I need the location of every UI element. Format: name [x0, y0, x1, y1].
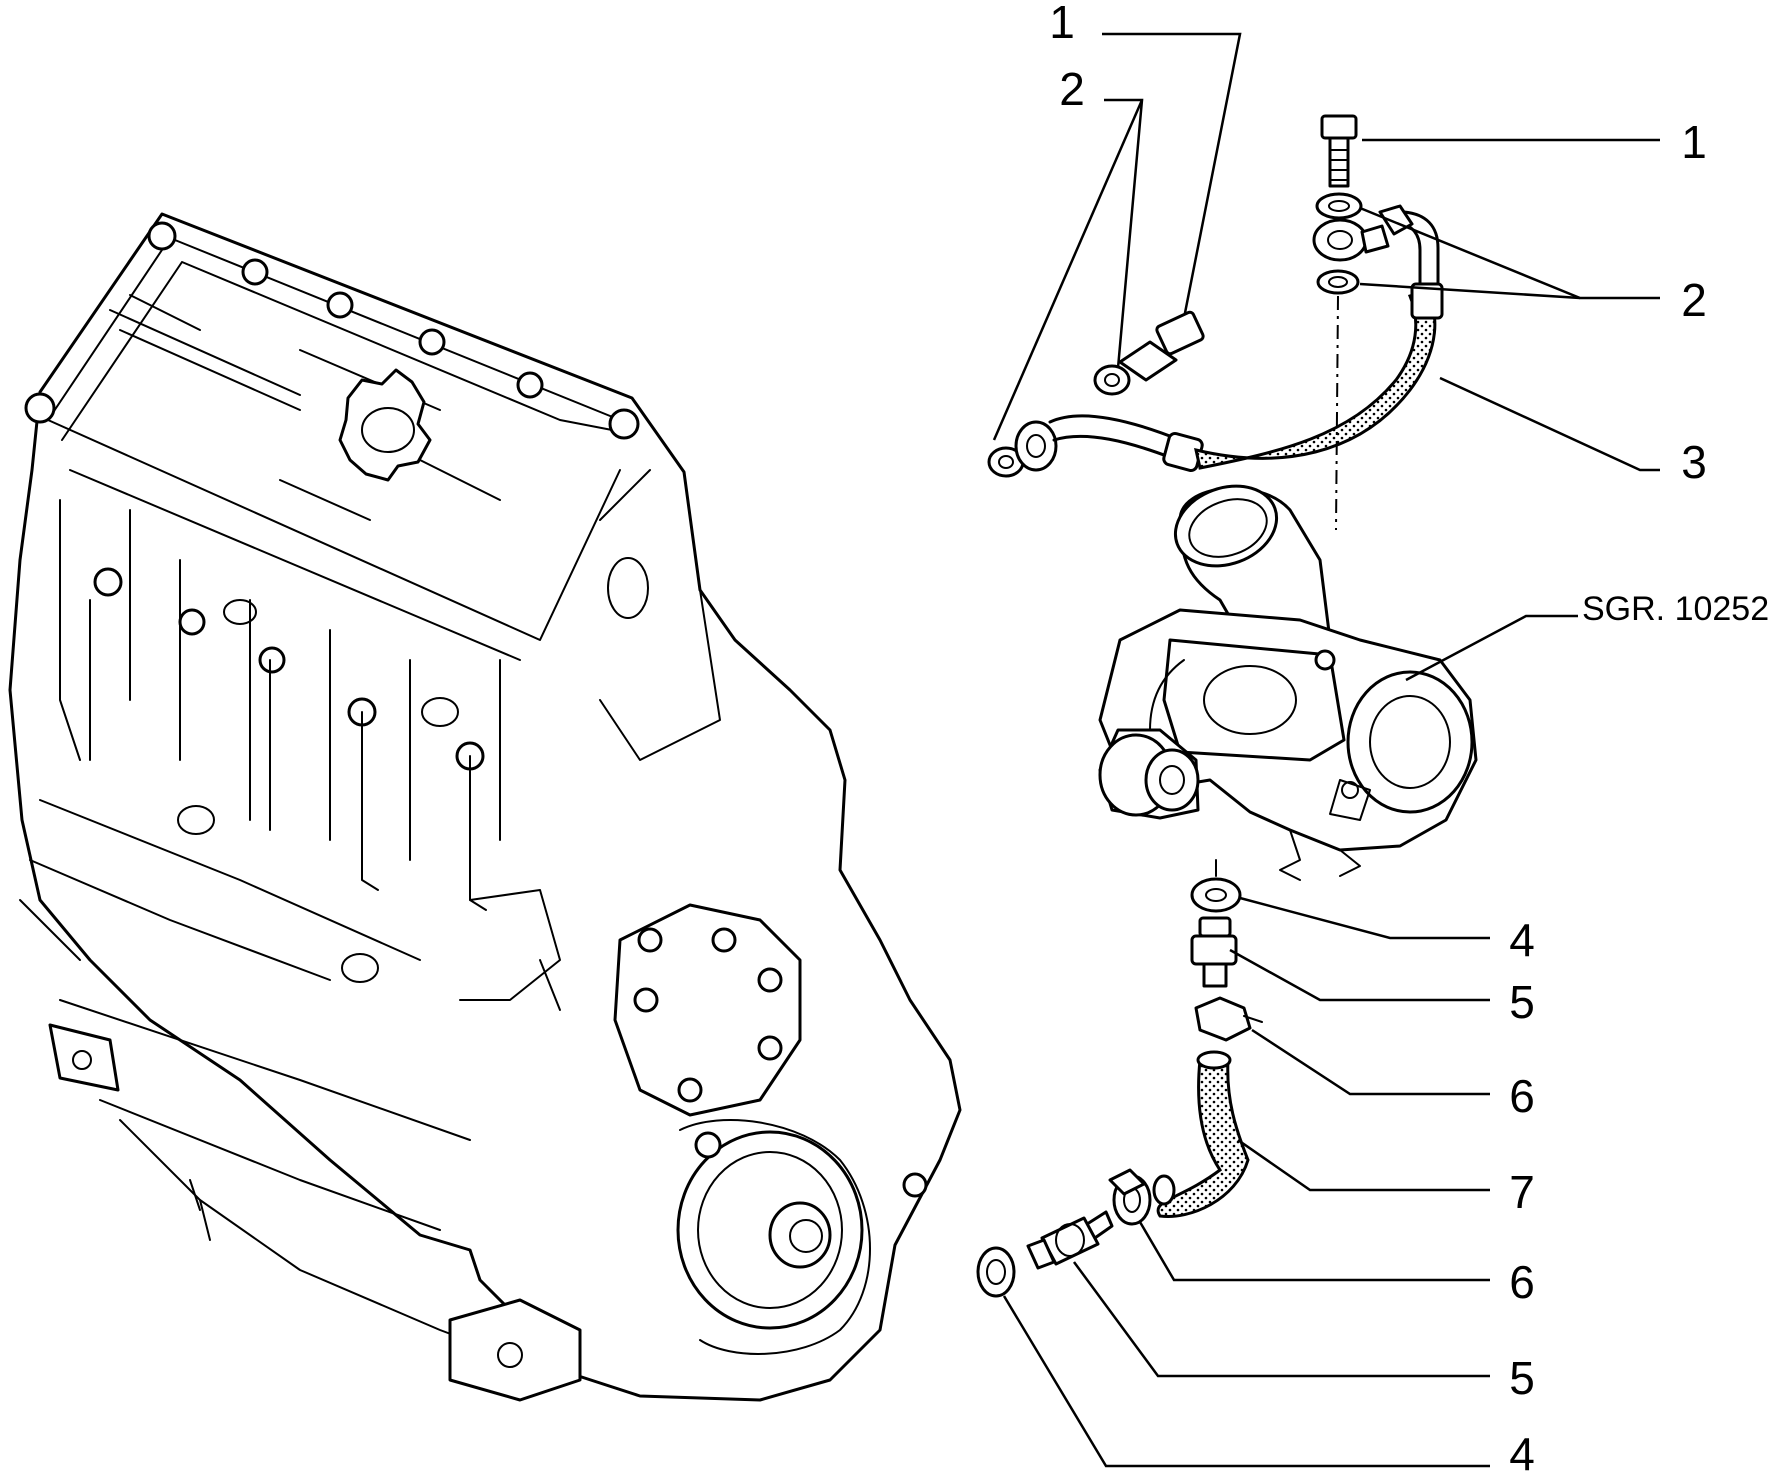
- timing-cover: [613, 903, 802, 1117]
- leader-group-lower: 4 5 6 7 6 5 4: [1002, 896, 1535, 1474]
- banjo-bolt-right: [1320, 114, 1358, 140]
- leader-group-right: 1 2 3: [1359, 116, 1707, 488]
- sgr-reference: SGR. 10252: [1582, 590, 1769, 628]
- crank-pulley: [676, 1119, 928, 1355]
- drain-assembly-upper: [976, 859, 1263, 1298]
- union-fitting-5-upper: [1190, 916, 1238, 988]
- callout-right-2: 2: [1681, 274, 1707, 326]
- callout-right-1: 1: [1681, 116, 1707, 168]
- leader-group-top: 1 2: [992, 0, 1242, 441]
- callout-top-1: 1: [1049, 0, 1075, 48]
- washer-right-upper: [1315, 192, 1363, 220]
- union-fitting-5-lower: [1026, 1210, 1114, 1270]
- hose-clamp-6-lower: [1108, 1168, 1152, 1226]
- engine-block: [8, 212, 962, 1402]
- washer-left-upper: [1093, 364, 1131, 396]
- washer-4-lower: [976, 1246, 1016, 1298]
- callout-lower-7: 7: [1509, 1166, 1535, 1218]
- callout-right-3: 3: [1681, 436, 1707, 488]
- oil-filler-cap: [338, 368, 432, 482]
- callout-upper-6: 6: [1509, 1070, 1535, 1122]
- reference-label: SGR. 10252: [1405, 590, 1769, 682]
- banjo-bolt-left: [1118, 310, 1205, 382]
- drain-hose-7: [1156, 1058, 1250, 1218]
- callout-lower-6: 6: [1509, 1256, 1535, 1308]
- turbocharger: [1098, 484, 1478, 881]
- callout-upper-4: 4: [1509, 914, 1535, 966]
- callout-lower-5: 5: [1509, 1352, 1535, 1404]
- callout-upper-5: 5: [1509, 976, 1535, 1028]
- washer-right-lower: [1316, 269, 1360, 295]
- hose-clamp-6-upper: [1194, 996, 1252, 1042]
- right-bolt-stack: [1312, 114, 1390, 531]
- banjo-fitting-right: [1312, 218, 1368, 262]
- callout-top-2: 2: [1059, 63, 1085, 115]
- feed-pipe-assembly: [987, 204, 1444, 478]
- callout-lower-4: 4: [1509, 1428, 1535, 1474]
- head-bolts: [24, 221, 640, 771]
- washer-4-upper: [1190, 877, 1242, 913]
